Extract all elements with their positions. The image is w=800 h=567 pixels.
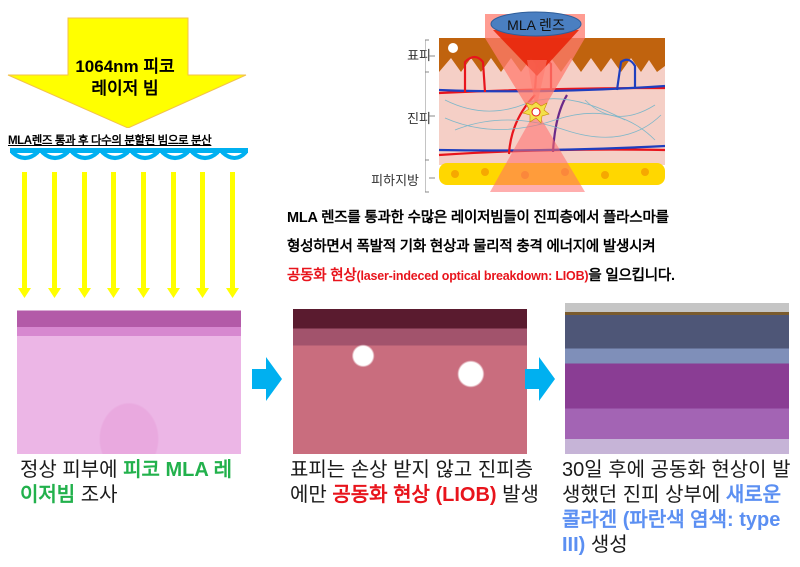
process-arrow-icon xyxy=(525,357,555,401)
step-1-caption: 정상 피부에 피코 MLA 레이저빔 조사 xyxy=(20,459,233,506)
step-2-caption: 표피는 손상 받지 않고 진피층에만 공동화 현상 (LIOB) 발생 xyxy=(290,459,539,506)
liob-description: MLA 렌즈를 통과한 수많은 레이저빔들이 진피층에서 플라스마를 형성하면서… xyxy=(287,204,797,291)
description-line-1: MLA 렌즈를 통과한 수많은 레이저빔들이 진피층에서 플라스마를 xyxy=(287,210,669,226)
laser-beam-label: 1064nm 피코 레이저 빔 xyxy=(75,57,175,98)
layer-label-dermis: 진피 xyxy=(407,111,431,126)
layer-label-subcutaneous-fat: 피하지방 xyxy=(371,173,419,188)
histology-normal-skin-image xyxy=(17,303,241,454)
process-arrow-icon xyxy=(252,357,282,401)
mla-lens-label: MLA 렌즈 xyxy=(507,17,565,33)
description-line-2: 형성하면서 폭발적 기화 현상과 물리적 충격 에너지에 발생시켜 xyxy=(287,239,656,255)
description-line-3: 공동화 현상(laser-indeced optical breakdown: … xyxy=(287,268,675,284)
microlens-array-icon xyxy=(10,148,248,160)
step-3-caption: 30일 후에 공동화 현상이 발생했던 진피 상부에 새로운 콜라겐 (파란색 … xyxy=(562,459,791,556)
skin-cross-section-diagram xyxy=(425,11,665,193)
layer-label-epidermis: 표피 xyxy=(407,48,431,63)
laser-beam-arrow xyxy=(7,17,247,128)
histology-liob-image xyxy=(293,303,527,454)
mla-split-caption: MLA렌즈 통과 후 다수의 분할된 빔으로 분산 xyxy=(8,135,212,147)
histology-new-collagen-image xyxy=(565,303,789,454)
split-beams-icon xyxy=(18,172,239,298)
